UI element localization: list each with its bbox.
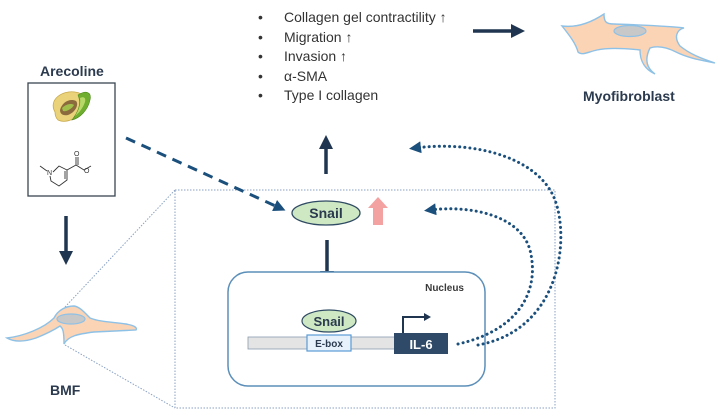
- outcome-item: Migration ↑: [258, 28, 447, 48]
- il6-gene-box: [394, 333, 448, 354]
- snail-nucleus-label: Snail: [313, 314, 344, 329]
- arrow-arecoline-to-snail: [125, 136, 286, 211]
- up-arrow-icon: [368, 197, 388, 225]
- arecoline-structure: [39, 157, 92, 187]
- il6-gene-label: IL-6: [409, 337, 432, 352]
- bmf-label: BMF: [50, 382, 81, 398]
- snail-cytoplasm-label: Snail: [309, 205, 342, 221]
- arecoline-title: Arecoline: [40, 63, 104, 79]
- snail-nucleus: [301, 309, 357, 333]
- snail-cytoplasm: [291, 200, 361, 226]
- myofibroblast-cell-image: [560, 12, 716, 75]
- feedback-arrow-to-snail: [424, 203, 534, 346]
- myofibroblast-label: Myofibroblast: [583, 88, 675, 104]
- transcription-start-arrow-icon: [402, 316, 425, 333]
- outcome-item: Type I collagen: [258, 86, 447, 106]
- myofibroblast-nucleus: [613, 24, 647, 38]
- structure-atom-n: N: [47, 170, 52, 177]
- feedback-arrow-to-outcomes: [409, 141, 563, 347]
- ebox: [306, 334, 352, 352]
- zoom-line-top: [64, 189, 176, 308]
- nucleus-label: Nucleus: [425, 283, 464, 294]
- zoom-box: [174, 189, 556, 409]
- structure-atom-o-ester: O: [84, 168, 90, 175]
- zoom-line-bottom: [64, 344, 176, 409]
- outcome-item: α-SMA: [258, 67, 447, 87]
- bmf-cell-image: [4, 305, 138, 345]
- transcription-start-arrow-head: [424, 313, 431, 321]
- ebox-label: E-box: [315, 339, 343, 350]
- outcome-item: Collagen gel contractility ↑: [258, 8, 447, 28]
- outcomes-list: Collagen gel contractility ↑ Migration ↑…: [258, 8, 447, 106]
- outcome-item: Invasion ↑: [258, 47, 447, 67]
- zoom-outline: [64, 189, 556, 409]
- nucleus: [227, 271, 486, 387]
- bmf-nucleus: [56, 313, 86, 325]
- structure-atom-o-carbonyl: O: [74, 151, 80, 158]
- areca-nut-image: [52, 91, 91, 122]
